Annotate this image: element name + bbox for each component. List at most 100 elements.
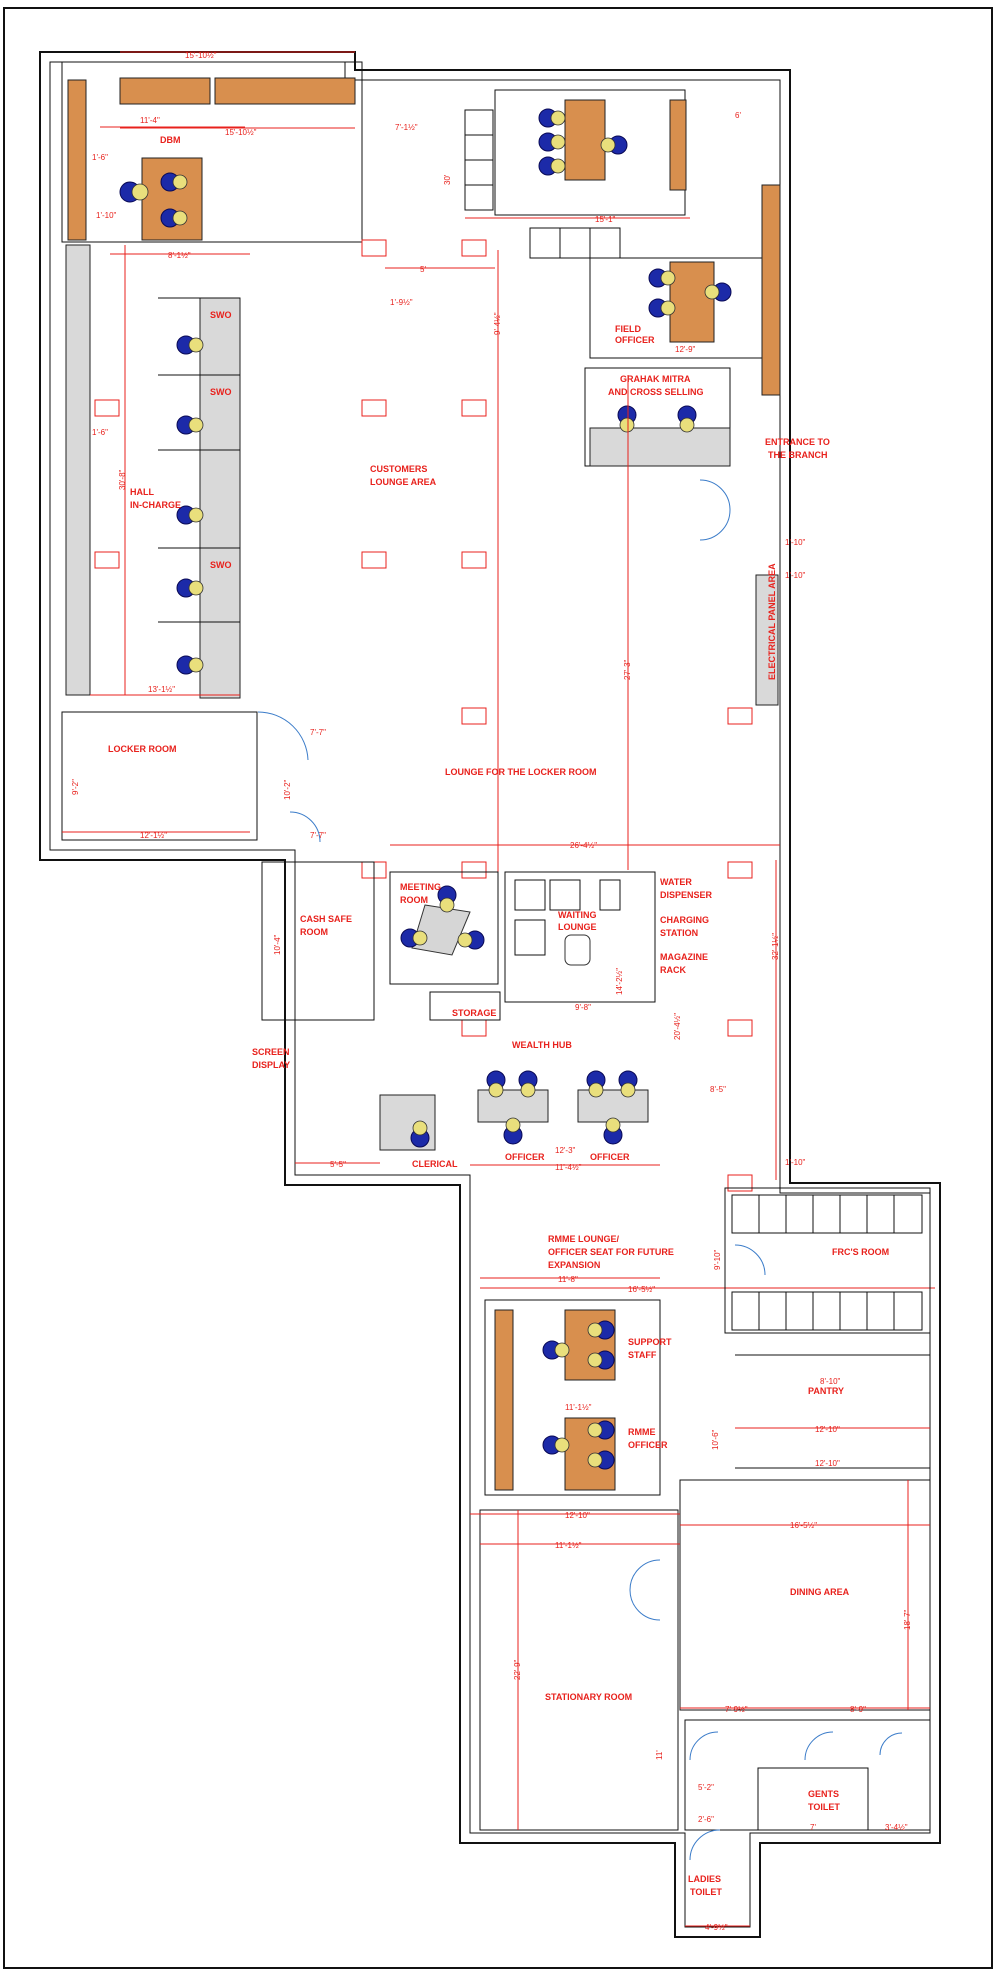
- wealth-chair-6: [603, 1117, 623, 1145]
- frcs-locker-row-bottom: [731, 1291, 923, 1331]
- room-label-gents-1: GENTS: [808, 1789, 839, 1799]
- room-label-ladies-1: LADIES: [688, 1874, 721, 1884]
- field-officer-side-cabinet: [761, 184, 781, 396]
- grahak-chair-1: [617, 405, 637, 433]
- office-chair-4: [600, 135, 628, 155]
- dim-d36: 11'-8": [558, 1275, 578, 1284]
- dim-d15: 12'-9": [675, 345, 696, 354]
- counter-units: [529, 227, 621, 259]
- room-label-swo-3: SWO: [210, 560, 232, 570]
- dim-d12: 1'-6": [92, 428, 108, 437]
- room-label-rmme-officer-2: OFFICER: [628, 1440, 668, 1450]
- field-officer-desk: [669, 261, 715, 343]
- cash-safe-room: [261, 861, 375, 1021]
- meeting-chair-3: [457, 930, 485, 950]
- dim-d2: 11'-4": [140, 116, 160, 125]
- room-label-locker: LOCKER ROOM: [108, 744, 177, 754]
- room-label-meeting-1: MEETING: [400, 882, 441, 892]
- column-8: [461, 551, 487, 569]
- room-label-officer-1: OFFICER: [505, 1152, 545, 1162]
- office-desk-top: [564, 99, 606, 181]
- swo-chair-3: [176, 505, 204, 525]
- rmme-chair-2: [587, 1420, 615, 1440]
- label-charging-1: CHARGING: [660, 915, 709, 925]
- wealth-officer-desk-2: [577, 1089, 649, 1123]
- room-label-wealth-hub: WEALTH HUB: [512, 1040, 572, 1050]
- dim-d39: 11'-1½": [565, 1403, 592, 1412]
- dim-d24: 7'-7": [310, 831, 326, 840]
- stationary-door: [629, 1559, 661, 1621]
- label-electrical-panel: ELECTRICAL PANEL AREA: [767, 563, 777, 680]
- room-label-ladies-2: TOILET: [690, 1887, 722, 1897]
- dbm-side-cabinet: [67, 79, 87, 241]
- office-cabinet-right: [669, 99, 687, 191]
- dim-d38: 9'-10": [713, 1249, 722, 1270]
- column-1: [361, 239, 387, 257]
- entrance-door: [699, 479, 731, 511]
- pantry-walls: [735, 1354, 931, 1469]
- support-chair-1: [542, 1340, 570, 1360]
- dim-d23: 7'-7": [310, 728, 326, 737]
- dim-d37: 16'-5½": [628, 1285, 655, 1294]
- waiting-sofa-2: [549, 879, 581, 911]
- label-charging-2: STATION: [660, 928, 698, 938]
- dim-d57: 6': [735, 111, 741, 120]
- swo-chair-1: [176, 335, 204, 355]
- room-label-frcs: FRC'S ROOM: [832, 1247, 889, 1257]
- dim-d22: 10'-2": [283, 779, 292, 800]
- support-chair-3: [587, 1350, 615, 1370]
- gents-toilet: [757, 1767, 869, 1831]
- dim-d50: 8'-9": [850, 1705, 866, 1714]
- room-label-stationary: STATIONARY ROOM: [545, 1692, 632, 1702]
- room-label-hall-1: HALL: [130, 487, 154, 497]
- clerical-chair: [410, 1120, 430, 1148]
- dim-d31: 8'-5": [710, 1085, 726, 1094]
- meeting-chair-1: [437, 885, 457, 913]
- column-9: [461, 707, 487, 725]
- storage-room: [429, 991, 501, 1021]
- office-chair-3: [538, 156, 566, 176]
- label-entrance-1: ENTRANCE TO: [765, 437, 830, 447]
- dim-d45: 11'-1½": [555, 1541, 582, 1550]
- room-label-dining: DINING AREA: [790, 1587, 850, 1597]
- dim-d41: 12'-10": [815, 1425, 840, 1434]
- column-6: [94, 551, 120, 569]
- room-label-customers-1: CUSTOMERS: [370, 464, 427, 474]
- label-entrance-2: THE BRANCH: [768, 450, 828, 460]
- dim-d29: 20'-4½": [673, 1013, 682, 1040]
- column-5: [461, 399, 487, 417]
- room-label-customers-2: LOUNGE AREA: [370, 477, 437, 487]
- column-3: [94, 399, 120, 417]
- entrance-door-2: [699, 509, 731, 541]
- column-14: [461, 861, 487, 879]
- dbm-wall: [61, 61, 363, 243]
- dim-d27: 9'-8": [575, 1003, 591, 1012]
- room-label-rmme-officer-1: RMME: [628, 1427, 656, 1437]
- room-label-swo-2: SWO: [210, 387, 232, 397]
- label-screen-display-2: DISPLAY: [252, 1060, 290, 1070]
- dim-d20: 12'-1½": [140, 831, 167, 840]
- toilet-block: [684, 1719, 931, 1831]
- waiting-lounge: [504, 871, 656, 1003]
- rmme-chair-1: [542, 1435, 570, 1455]
- room-label-storage: STORAGE: [452, 1008, 496, 1018]
- cash-safe-door: [289, 811, 321, 843]
- building-outline: [39, 51, 941, 1938]
- dim-d11: 1'-9½": [390, 298, 413, 307]
- room-label-rmme-3: EXPANSION: [548, 1260, 600, 1270]
- dim-d25: 10'-4": [273, 934, 282, 955]
- frcs-room: [724, 1187, 931, 1334]
- room-label-lounge-locker: LOUNGE FOR THE LOCKER ROOM: [445, 767, 597, 777]
- dbm-chair-1: [119, 181, 149, 203]
- room-label-cash-safe-1: CASH SAFE: [300, 914, 352, 924]
- wealth-officer-desk-1: [477, 1089, 549, 1123]
- label-water-1: WATER: [660, 877, 692, 887]
- waiting-sofa-4: [599, 879, 621, 911]
- label-water-2: DISPENSER: [660, 890, 713, 900]
- room-label-rmme-2: OFFICER SEAT FOR FUTURE: [548, 1247, 674, 1257]
- dim-d42: 12'-10": [815, 1459, 840, 1468]
- dim-d3: 15'-10½": [225, 128, 257, 137]
- ladies-toilet-door: [689, 1829, 721, 1861]
- support-desk: [494, 1309, 514, 1491]
